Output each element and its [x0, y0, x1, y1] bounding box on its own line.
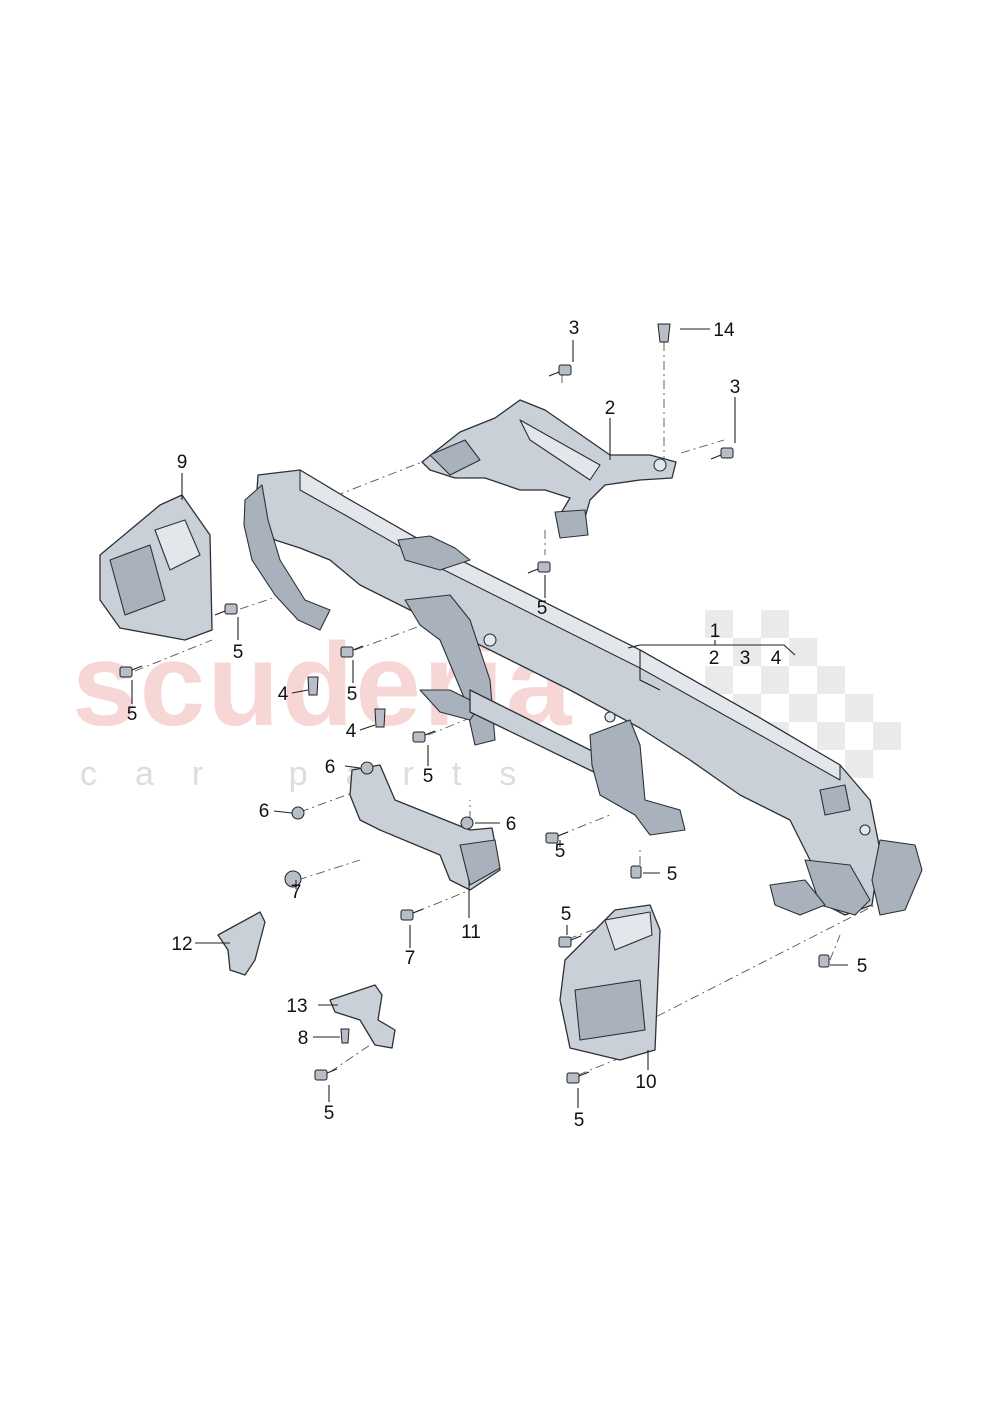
callout-5-f: 5 [555, 841, 566, 862]
callout-5-d: 5 [347, 684, 358, 705]
callout-1: 1 [710, 621, 721, 642]
callout-11: 11 [461, 922, 481, 943]
bolt-icon [314, 1068, 338, 1081]
part-13-small-bracket [329, 984, 396, 1049]
callout-5-g: 5 [667, 864, 678, 885]
callout-4-b: 4 [346, 721, 357, 742]
callout-6-a: 6 [325, 757, 336, 778]
callout-1-sub-3: 3 [740, 648, 751, 669]
leader-lines [131, 328, 848, 1108]
bolt-icon [340, 1028, 350, 1044]
bolt-icon [360, 761, 374, 775]
callout-5-k: 5 [324, 1103, 335, 1124]
bolt-icon [657, 323, 671, 343]
callout-9: 9 [177, 452, 188, 473]
callout-1-sub-2: 2 [709, 648, 720, 669]
bolt-icon [460, 816, 474, 830]
part-11-mounting-bracket [349, 764, 501, 891]
part-12-small-bracket [217, 911, 266, 976]
bolt-icon [630, 865, 642, 879]
callout-14: 14 [713, 320, 735, 341]
callout-6-c: 6 [506, 814, 517, 835]
callout-2: 2 [605, 398, 616, 419]
callout-3-top: 3 [569, 318, 580, 339]
bolt-icon [374, 708, 386, 728]
bolt-icon [566, 1071, 590, 1084]
callout-7-b: 7 [405, 948, 416, 969]
part-1-cross-car-beam [243, 469, 923, 916]
bolt-icon [558, 935, 582, 948]
bolt-icon [412, 730, 436, 743]
bolt-icon [307, 676, 319, 696]
bolt-icon [284, 870, 302, 888]
bolt-icon [527, 561, 551, 574]
bolt-icon [214, 603, 238, 616]
callout-5-i: 5 [857, 956, 868, 977]
bolt-icon [818, 954, 830, 968]
part-9-module-bracket [99, 494, 213, 641]
callout-12: 12 [171, 934, 192, 955]
callout-6-b: 6 [259, 801, 270, 822]
callout-7-a: 7 [291, 882, 302, 903]
bolt-icon [119, 665, 143, 678]
callout-4-a: 4 [278, 684, 289, 705]
part-2-support-bracket [421, 399, 677, 539]
callout-10: 10 [635, 1072, 656, 1093]
bolt-icon [545, 831, 569, 844]
callout-labels: 1 2 3 4 2 3 3 14 9 5 5 5 5 5 5 5 5 5 5 5… [127, 318, 868, 1131]
bolt-icon [710, 447, 734, 460]
bolt-icon [400, 908, 424, 921]
callout-1-sub-4: 4 [771, 648, 782, 669]
fasteners [119, 323, 830, 1084]
callout-3-right: 3 [730, 377, 741, 398]
bolt-icon [340, 645, 364, 658]
callout-5-h: 5 [561, 904, 572, 925]
part-10-module-bracket [559, 904, 661, 1061]
callout-13: 13 [286, 996, 307, 1017]
callout-5-j: 5 [574, 1110, 585, 1131]
bolt-icon [548, 364, 572, 377]
watermark-subtitle: car parts [80, 755, 554, 793]
callout-5-c: 5 [127, 704, 138, 725]
callout-5-e: 5 [423, 766, 434, 787]
bolt-icon [291, 806, 305, 820]
callout-8: 8 [298, 1028, 309, 1049]
callout-5-b: 5 [233, 642, 244, 663]
callout-5-a: 5 [537, 598, 548, 619]
